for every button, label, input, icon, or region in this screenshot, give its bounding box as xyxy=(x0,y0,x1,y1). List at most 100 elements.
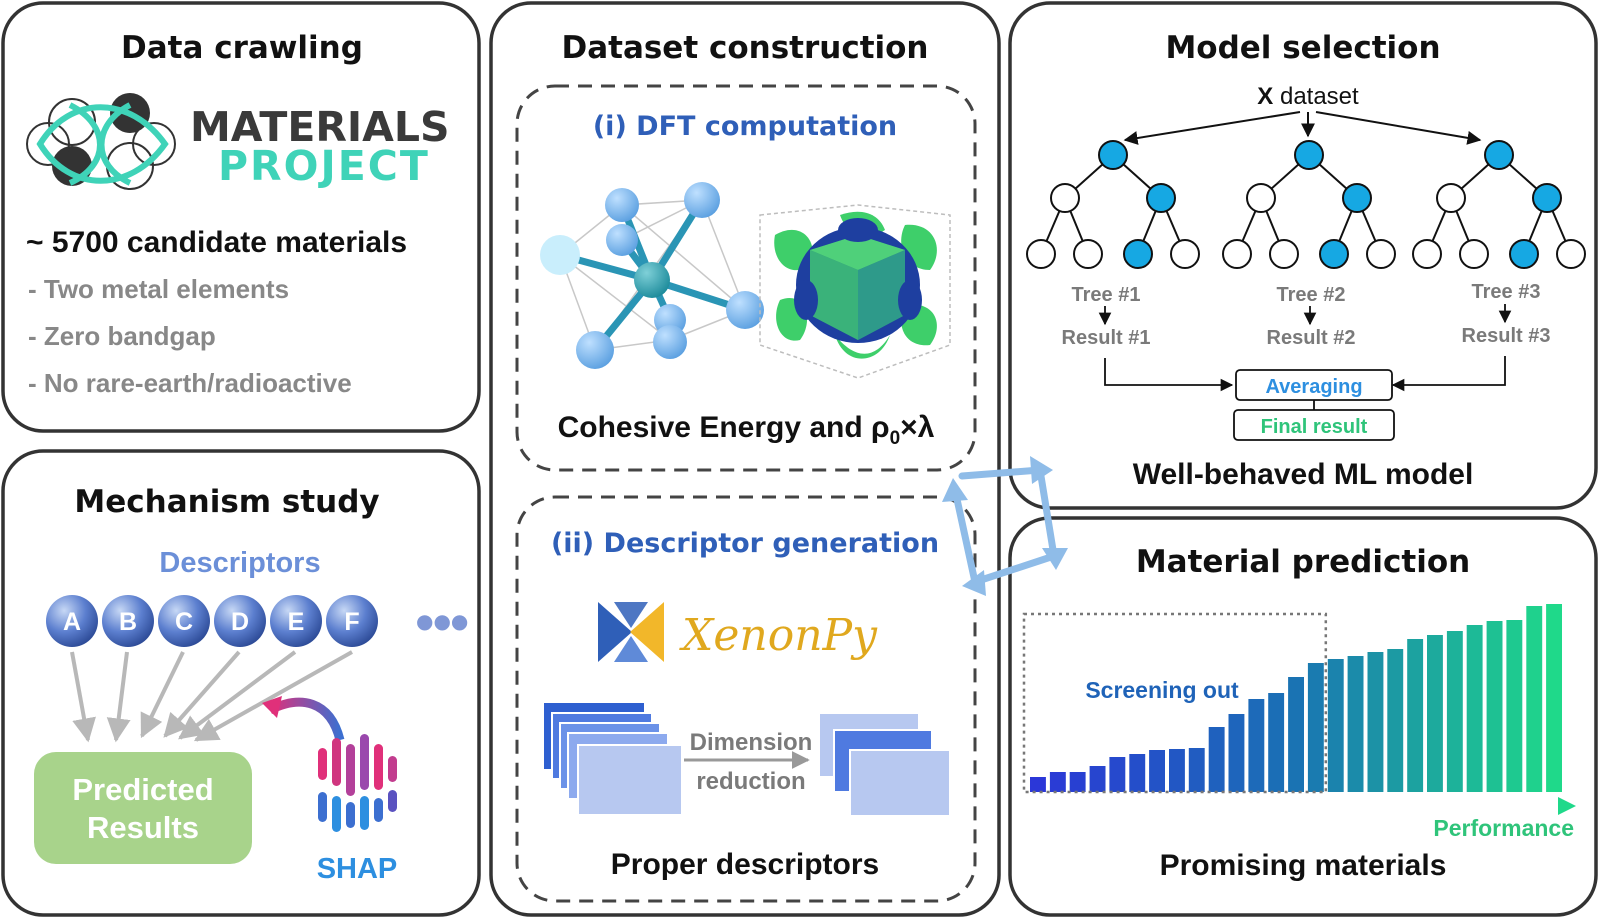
performance-bar xyxy=(1288,677,1304,792)
tree-1-node xyxy=(1050,183,1080,213)
screening-label: Screening out xyxy=(1085,677,1239,703)
performance-bar xyxy=(1327,659,1344,792)
descriptor-sphere-c xyxy=(158,595,210,647)
tree-3-node xyxy=(1484,140,1514,170)
descriptor-sphere-e xyxy=(270,595,322,647)
dimension-line2: reduction xyxy=(696,768,805,795)
dataset-construction-title: Dataset construction xyxy=(561,30,928,66)
material-prediction-title: Material prediction xyxy=(1136,544,1470,580)
tree-3-node xyxy=(1556,239,1586,269)
tree-3-node xyxy=(1532,183,1562,213)
result-2-label: Result #2 xyxy=(1267,327,1356,349)
predicted-results-box xyxy=(34,752,252,864)
performance-bars xyxy=(1030,604,1562,792)
candidate-count: ~ 5700 candidate materials xyxy=(26,226,407,259)
performance-axis-label: Performance xyxy=(1433,815,1574,841)
descriptor-letter: D xyxy=(231,608,249,636)
tree-2-node xyxy=(1342,183,1372,213)
shap-label: SHAP xyxy=(317,853,398,885)
performance-bar xyxy=(1526,606,1543,792)
criterion-1: - Two metal elements xyxy=(28,274,289,304)
descriptor-title: (ii) Descriptor generation xyxy=(551,528,939,559)
shap-arrowhead-icon xyxy=(262,696,282,718)
performance-bar xyxy=(1486,621,1503,792)
tree-2-node xyxy=(1294,140,1324,170)
tree-2-node xyxy=(1269,239,1299,269)
tree-2-node xyxy=(1366,239,1396,269)
svg-text:Cohesive Energy and ρ0×λ: Cohesive Energy and ρ0×λ xyxy=(558,411,935,449)
tree-1-node xyxy=(1073,239,1103,269)
predicted-results-line2: Results xyxy=(87,810,199,845)
performance-bar xyxy=(1129,754,1146,792)
predicted-results-line1: Predicted xyxy=(72,772,213,807)
tree-2-node xyxy=(1246,183,1276,213)
sphere-to-result-arrows xyxy=(70,650,353,743)
xenonpy-label: XenonPy xyxy=(679,610,878,661)
descriptor-sphere-d xyxy=(214,595,266,647)
raw-descriptor-stack-icon xyxy=(544,703,683,816)
dft-subpanel xyxy=(515,84,977,472)
descriptor-sphere-a xyxy=(46,595,98,647)
dft-caption: Cohesive Energy and ρ0×λ xyxy=(558,411,935,449)
tree-3-node xyxy=(1459,239,1489,269)
descriptor-sphere-b xyxy=(102,595,154,647)
descriptor-letter: A xyxy=(63,608,81,636)
performance-bar xyxy=(1109,757,1126,792)
performance-bar xyxy=(1089,766,1106,792)
more-descriptors-ellipsis: ●●● xyxy=(416,609,468,633)
averaging-label: Averaging xyxy=(1265,376,1362,398)
panel-material-prediction xyxy=(1008,516,1598,917)
dataset-split-arrows xyxy=(1123,111,1482,145)
tree-1-node xyxy=(1098,140,1128,170)
shap-logo-icon xyxy=(318,734,397,832)
dft-caption-suffix: ×λ xyxy=(900,411,935,444)
material-prediction-caption: Promising materials xyxy=(1160,849,1447,882)
final-result-box xyxy=(1233,409,1395,441)
shap-feedback-arrow xyxy=(267,697,345,742)
tree-3-node xyxy=(1412,239,1442,269)
performance-bar xyxy=(1446,631,1463,792)
panel-dataset-construction xyxy=(489,1,1001,917)
tree-result-arrows xyxy=(1098,304,1512,392)
dataset-label-rest: dataset xyxy=(1273,83,1359,110)
dft-caption-prefix: Cohesive Energy and ρ xyxy=(558,411,890,444)
reduced-descriptor-stack-icon xyxy=(820,714,951,817)
dataset-label-x: X xyxy=(1257,83,1273,110)
tree-3-node xyxy=(1509,239,1539,269)
tree-1-node xyxy=(1026,239,1056,269)
descriptors-label: Descriptors xyxy=(159,547,320,579)
descriptor-caption: Proper descriptors xyxy=(611,848,879,881)
dataset-label: X dataset xyxy=(1257,83,1359,110)
model-selection-title: Model selection xyxy=(1165,30,1440,66)
performance-bar xyxy=(1049,772,1066,792)
performance-bar xyxy=(1546,604,1562,792)
performance-bar xyxy=(1248,699,1265,792)
descriptor-sphere-f xyxy=(326,595,378,647)
result-1-label: Result #1 xyxy=(1062,327,1151,349)
screening-region xyxy=(1022,612,1328,794)
performance-bar xyxy=(1169,749,1185,792)
performance-bar xyxy=(1069,772,1086,792)
descriptor-subpanel xyxy=(515,495,977,903)
performance-bar xyxy=(1228,714,1245,792)
materials-project-logo-icon xyxy=(26,93,176,190)
performance-bar xyxy=(1466,625,1483,792)
tree-3-label: Tree #3 xyxy=(1472,281,1541,303)
criterion-2: - Zero bandgap xyxy=(28,321,216,351)
descriptor-letter: C xyxy=(175,608,193,636)
tree-1-node xyxy=(1170,239,1200,269)
tree-1-node xyxy=(1123,239,1153,269)
mechanism-study-title: Mechanism study xyxy=(74,484,379,520)
performance-bar xyxy=(1387,649,1404,792)
dft-title: (i) DFT computation xyxy=(593,111,897,142)
xenonpy-logo-icon xyxy=(598,602,664,662)
final-result-label: Final result xyxy=(1261,416,1368,438)
performance-bar xyxy=(1367,652,1384,792)
descriptor-letter: F xyxy=(344,608,359,636)
performance-bar xyxy=(1149,750,1165,792)
fermi-surface-icon xyxy=(759,204,951,379)
cycle-arrows-icon xyxy=(951,466,1058,586)
performance-bar xyxy=(1407,639,1424,792)
performance-bar xyxy=(1188,748,1205,792)
